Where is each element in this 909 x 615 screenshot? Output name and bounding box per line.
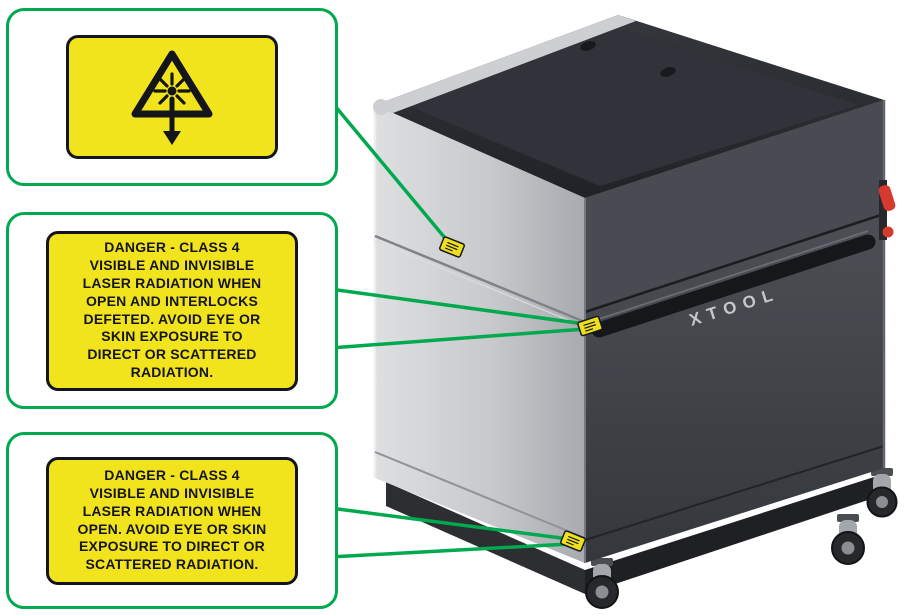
machine-base-right: [585, 477, 874, 594]
danger-label-open-text: DANGER - CLASS 4 VISIBLE AND INVISIBLE L…: [77, 466, 267, 573]
lid-handle: [591, 234, 876, 338]
leader-line-3b: [328, 542, 571, 559]
panel-seams-left: [373, 105, 586, 539]
door-seam-right: [584, 445, 885, 541]
leader-line-2a: [328, 287, 587, 326]
lid-corner-cap: [373, 99, 389, 115]
caster-right: [831, 514, 865, 565]
danger-label-interlock: DANGER - CLASS 4 VISIBLE AND INVISIBLE L…: [46, 230, 298, 391]
door-seam-left: [374, 451, 586, 539]
side-controls: [878, 180, 896, 240]
laser-burst: [153, 72, 191, 105]
power-indicator: [882, 226, 894, 238]
machine-base-left: [386, 482, 585, 594]
leader-line-3a: [328, 506, 571, 541]
machine-top-panel: [404, 28, 858, 186]
machine-lid-right: [585, 100, 884, 310]
caster-back-right: [866, 468, 898, 518]
danger-label-interlock-text: DANGER - CLASS 4 VISIBLE AND INVISIBLE L…: [82, 238, 262, 381]
emergency-stop-button: [878, 185, 896, 211]
machine-warning-label-3: [560, 530, 586, 552]
lid-left-edge: [375, 15, 636, 113]
machine-warning-label-1: [439, 236, 465, 258]
laser-radiation-icon: [131, 50, 213, 145]
leader-lines: [328, 98, 587, 559]
machine: xTool: [373, 15, 898, 609]
lid-handle-highlight: [598, 230, 869, 320]
caster-front: [585, 558, 619, 609]
arrow-head: [163, 131, 181, 145]
danger-label-open: DANGER - CLASS 4 VISIBLE AND INVISIBLE L…: [46, 456, 298, 585]
lid-seam-left: [374, 234, 586, 324]
callout-danger-open: DANGER - CLASS 4 VISIBLE AND INVISIBLE L…: [6, 432, 338, 609]
leader-line-2b: [328, 327, 587, 350]
laser-symbol-label: [66, 35, 278, 159]
leader-line-1: [328, 98, 452, 246]
top-vents: [580, 41, 676, 77]
callout-danger-interlock: DANGER - CLASS 4 VISIBLE AND INVISIBLE L…: [6, 212, 338, 409]
callout-laser-symbol: [6, 8, 338, 186]
panel-seams-right: [584, 100, 886, 563]
machine-warning-label-2: [577, 315, 603, 337]
